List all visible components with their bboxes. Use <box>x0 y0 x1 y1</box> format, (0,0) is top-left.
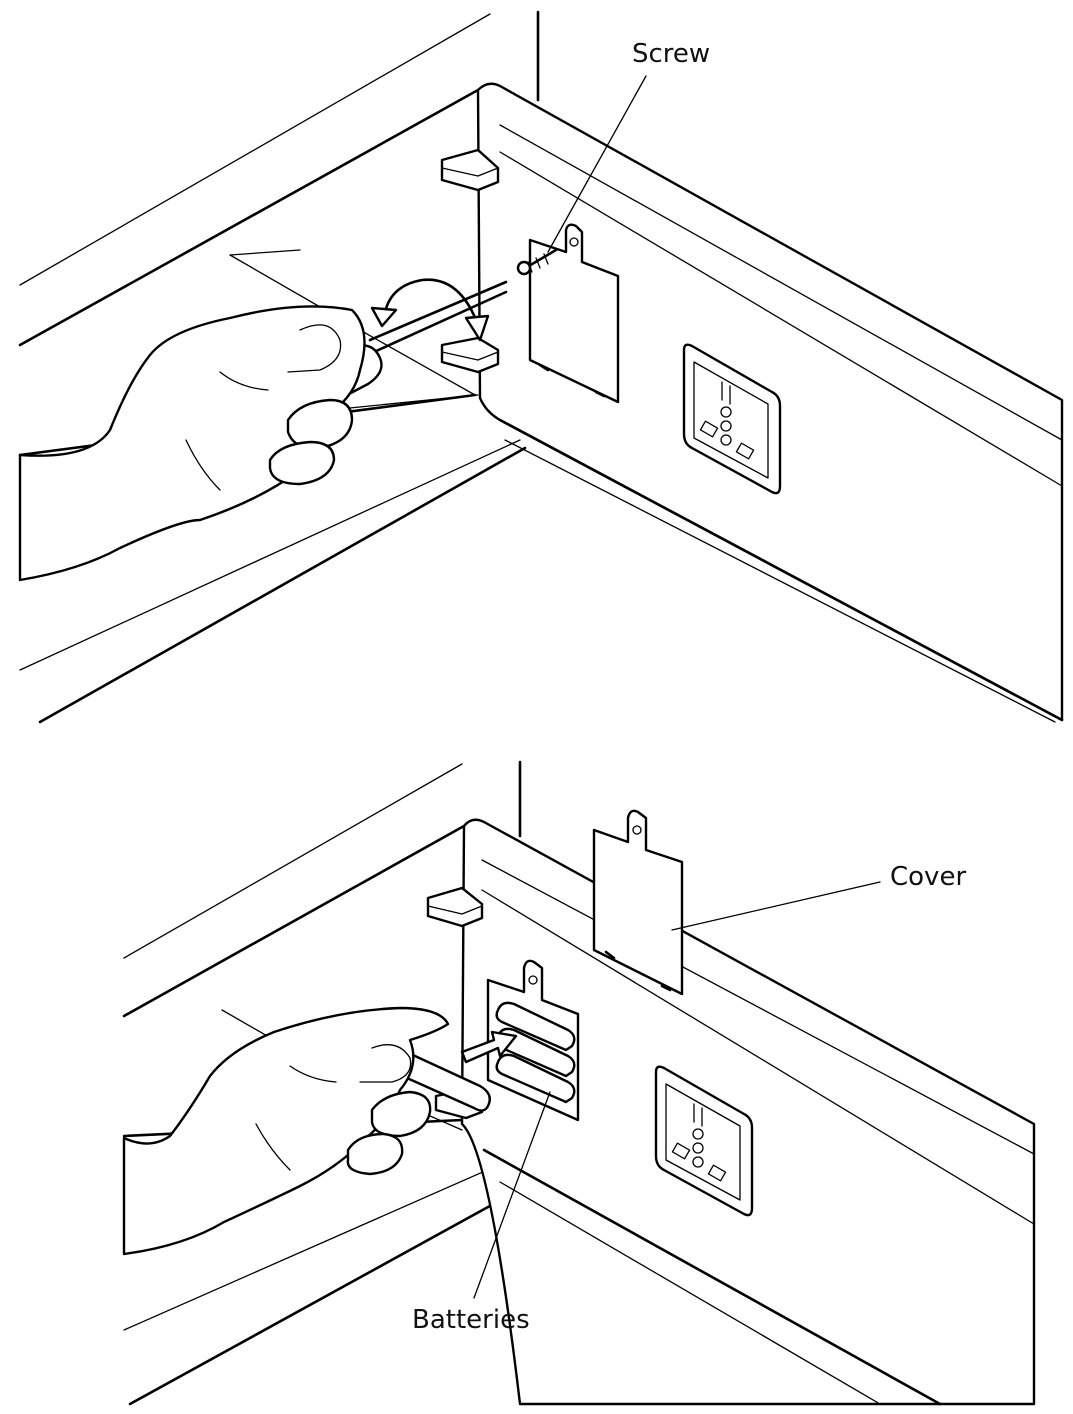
hand-top <box>18 305 366 582</box>
callout-batteries: Batteries <box>412 1091 551 1335</box>
batteries-label: Batteries <box>412 1305 530 1335</box>
power-socket-lower-icon <box>654 1065 754 1217</box>
mounting-bracket-top-lower <box>426 886 484 928</box>
hand-bottom <box>122 1006 450 1256</box>
callout-screw: Screw <box>547 39 710 253</box>
screw-label: Screw <box>632 39 710 69</box>
battery-in-hand <box>396 1048 491 1112</box>
battery-compartment <box>486 959 580 1122</box>
cover-label: Cover <box>890 862 966 892</box>
battery-cover-attached <box>528 223 620 404</box>
mounting-bracket-top <box>440 148 500 192</box>
cabinet-front-panel-lower <box>460 818 1036 1406</box>
panel-remove-cover <box>18 10 1064 724</box>
screw-icon <box>516 248 558 276</box>
battery-cover-detached <box>592 809 684 996</box>
panel-replace-batteries <box>122 760 1036 1406</box>
rotate-arrow-icon <box>370 278 490 342</box>
power-socket-icon <box>682 343 782 495</box>
callout-cover: Cover <box>671 862 966 931</box>
push-arrow-icon <box>460 1030 518 1064</box>
